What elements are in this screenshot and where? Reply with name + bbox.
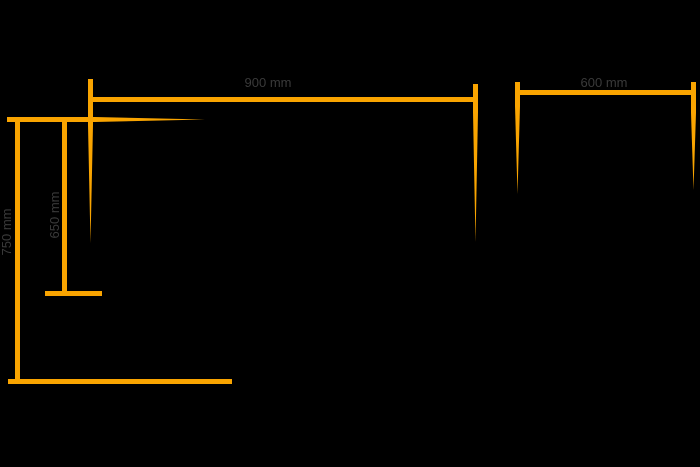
dim-top-width-left-extension — [88, 125, 93, 243]
dim-top-width-right-extension — [473, 112, 478, 242]
dim-left-inner-height-bottom-tick — [45, 291, 102, 296]
dim-left-inner-height-label: 650 mm — [47, 191, 62, 239]
dim-top-right-width-left-extension — [515, 106, 520, 194]
dim-left-inner-height-line — [62, 122, 67, 294]
dim-left-outer-height-line — [15, 120, 20, 383]
dim-top-width-right-tick — [473, 84, 478, 112]
dim-top-right-width-right-tick — [691, 82, 696, 113]
dim-top-width-left-tick — [88, 79, 93, 125]
dim-left-outer-height-top-tick — [7, 117, 95, 122]
dim-top-right-width-left-tick — [515, 82, 520, 106]
dim-left-outer-height-top-extension — [95, 117, 205, 122]
dim-top-width-line — [90, 97, 477, 102]
dim-top-width-label: 900 mm — [244, 75, 292, 90]
dim-top-right-width-label: 600 mm — [580, 75, 628, 90]
dim-top-right-width-line — [517, 90, 693, 95]
dim-left-outer-height-label: 750 mm — [0, 208, 14, 256]
dim-left-outer-height-bottom-tick — [8, 379, 232, 384]
dim-top-right-width-right-extension — [691, 113, 696, 190]
